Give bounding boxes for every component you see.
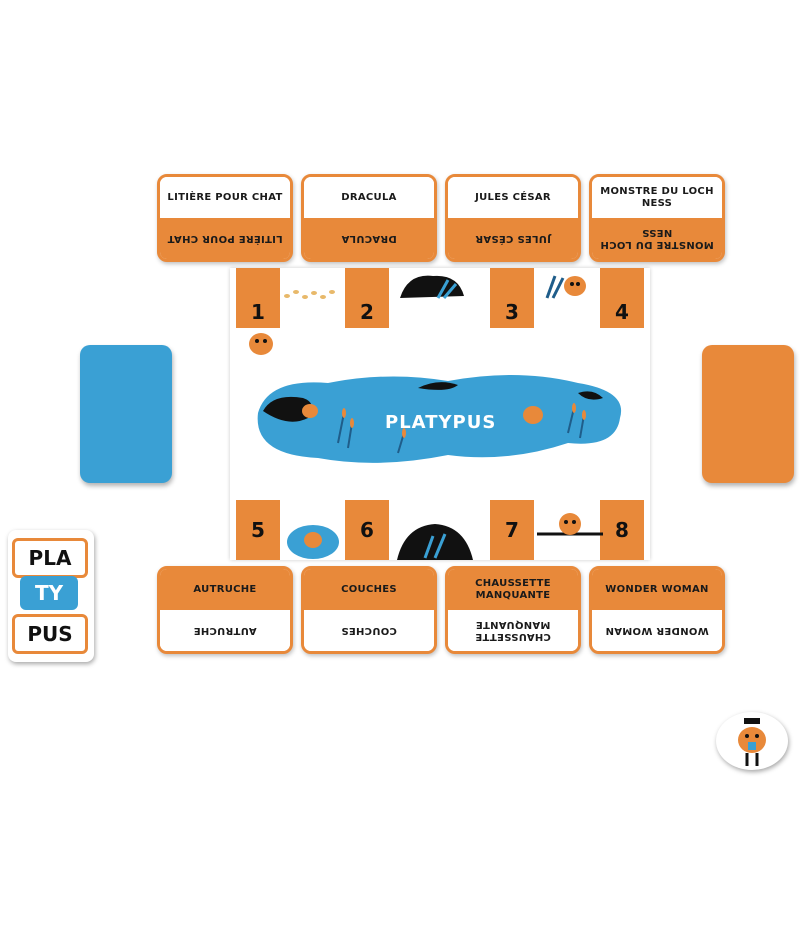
game-board: 1 2 3 4 PLATYPUS 5 6 7 8	[230, 268, 650, 560]
card-word-inverted: COUCHES	[304, 610, 434, 651]
word-card-top-1[interactable]: LITIÈRE POUR CHAT LITIÈRE POUR CHAT	[157, 174, 293, 262]
player-token[interactable]	[716, 712, 788, 770]
word-card-bottom-2[interactable]: COUCHES COUCHES	[301, 566, 437, 654]
card-word: AUTRUCHE	[160, 569, 290, 610]
card-word-inverted: DRACULA	[304, 218, 434, 259]
slot-8[interactable]: 8	[600, 500, 644, 560]
card-word: JULES CÉSAR	[448, 177, 578, 218]
footprints-icon	[284, 290, 335, 299]
card-word: CHAUSSETTE MANQUANTE	[448, 569, 578, 610]
board-title: PLATYPUS	[385, 412, 497, 433]
lake-illustration	[257, 374, 622, 463]
slot-5[interactable]: 5	[236, 500, 280, 560]
card-word-inverted: LITIÈRE POUR CHAT	[160, 218, 290, 259]
word-card-top-3[interactable]: JULES CÉSAR JULES CÉSAR	[445, 174, 581, 262]
platypus-mascot-icon	[537, 513, 603, 536]
rock-icon	[397, 524, 473, 560]
word-card-bottom-4[interactable]: WONDER WOMAN WONDER WOMAN	[589, 566, 725, 654]
card-word: COUCHES	[304, 569, 434, 610]
card-word-inverted: WONDER WOMAN	[592, 610, 722, 651]
blue-card-deck[interactable]	[80, 345, 172, 483]
slot-2[interactable]: 2	[345, 268, 389, 328]
card-word: WONDER WOMAN	[592, 569, 722, 610]
bush-icon	[287, 525, 339, 559]
card-word-inverted: AUTRUCHE	[160, 610, 290, 651]
card-word: LITIÈRE POUR CHAT	[160, 177, 290, 218]
orange-card-deck[interactable]	[702, 345, 794, 483]
slot-1[interactable]: 1	[236, 268, 280, 328]
card-word: DRACULA	[304, 177, 434, 218]
word-card-bottom-1[interactable]: AUTRUCHE AUTRUCHE	[157, 566, 293, 654]
slot-7[interactable]: 7	[490, 500, 534, 560]
rock-icon	[400, 275, 464, 299]
platypus-mascot-icon	[738, 718, 766, 766]
slot-3[interactable]: 3	[490, 268, 534, 328]
word-card-top-4[interactable]: MONSTRE DU LOCH NESS MONSTRE DU LOCH NES…	[589, 174, 725, 262]
card-word: MONSTRE DU LOCH NESS	[592, 177, 722, 218]
logo-line-2: TY	[20, 576, 78, 610]
platypus-mascot-icon	[249, 333, 273, 355]
platypus-mascot-icon	[545, 275, 586, 299]
slot-6[interactable]: 6	[345, 500, 389, 560]
logo-card: PLA TY PUS	[8, 530, 94, 662]
logo-line-3: PUS	[12, 614, 88, 654]
slot-4[interactable]: 4	[600, 268, 644, 328]
word-card-bottom-3[interactable]: CHAUSSETTE MANQUANTE CHAUSSETTE MANQUANT…	[445, 566, 581, 654]
card-word-inverted: CHAUSSETTE MANQUANTE	[448, 610, 578, 651]
word-card-top-2[interactable]: DRACULA DRACULA	[301, 174, 437, 262]
logo-line-1: PLA	[12, 538, 88, 578]
card-word-inverted: MONSTRE DU LOCH NESS	[592, 218, 722, 259]
card-word-inverted: JULES CÉSAR	[448, 218, 578, 259]
